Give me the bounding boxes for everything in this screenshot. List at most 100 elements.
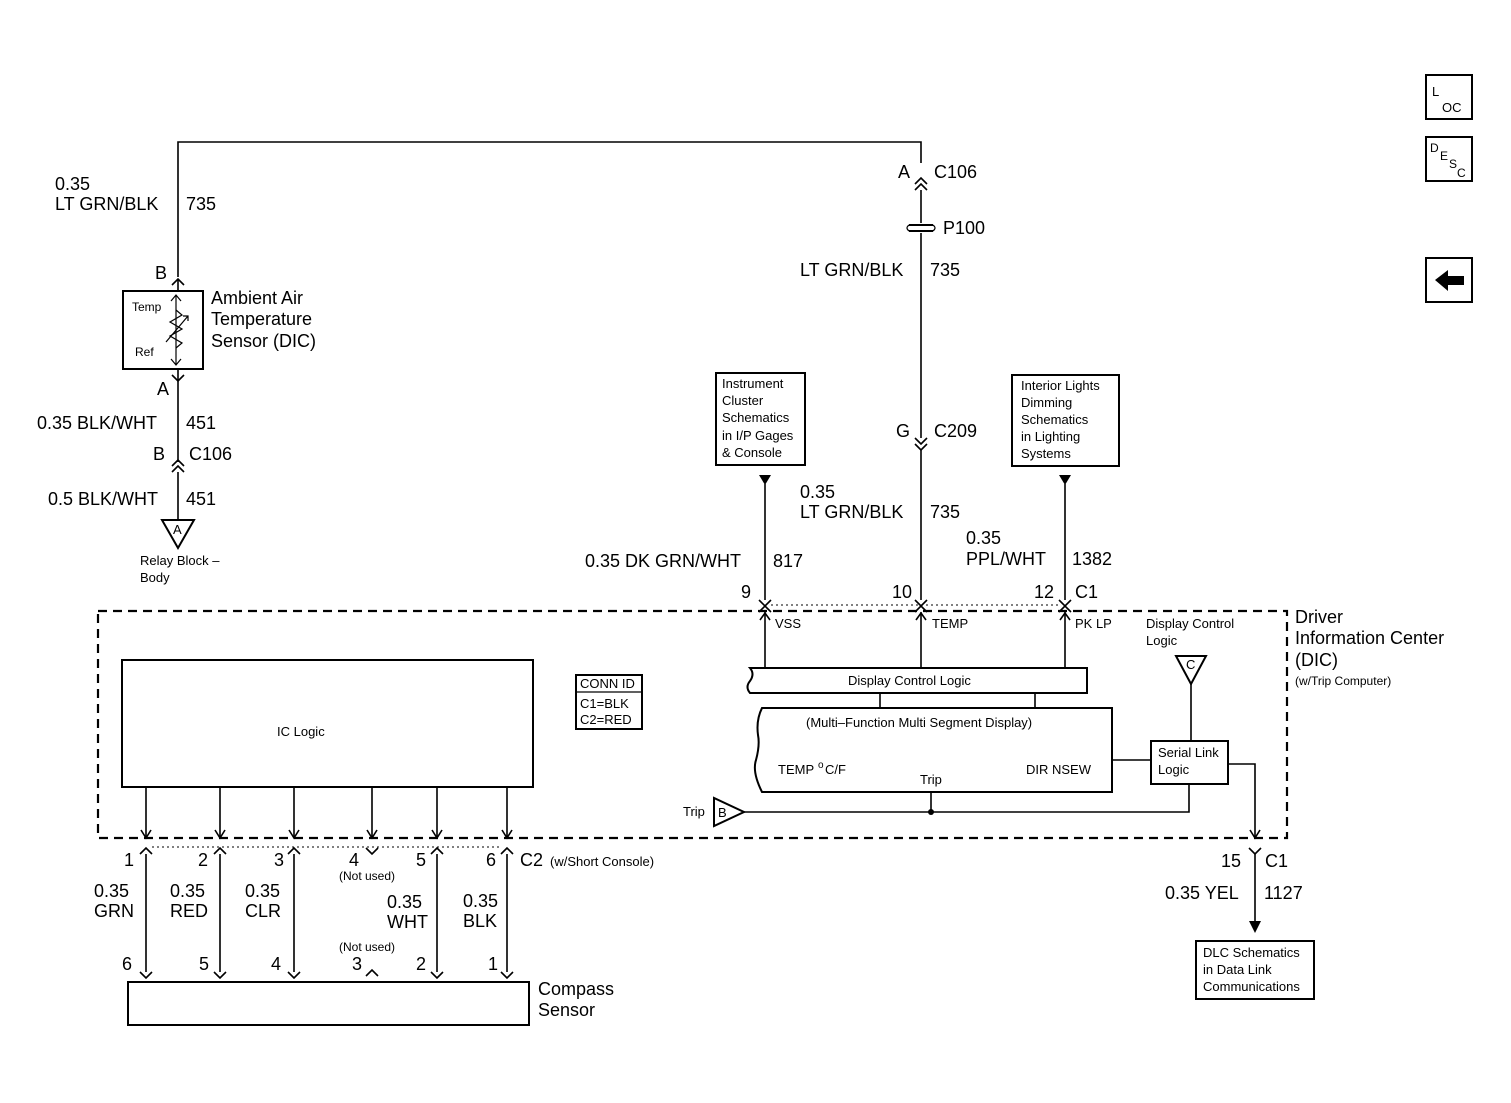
conn-id-header: CONN ID (580, 676, 635, 691)
instrument-cluster-ref[interactable]: Instrument Cluster Schematics in I/P Gag… (715, 372, 806, 466)
dlc-output: 15 C1 0.35 YEL 1127 (1165, 847, 1303, 933)
sensor-c106-pin: B (153, 444, 165, 464)
c2-pin-1: 1 (124, 850, 134, 870)
desc-s: S (1449, 157, 1457, 171)
dlc-circuit: 1127 (1264, 883, 1303, 903)
wire-wht-size: 0.35 (387, 892, 422, 912)
ground-letter-a: A (173, 522, 182, 537)
compass-pin-6: 6 (122, 954, 132, 974)
back-button[interactable] (1425, 257, 1473, 303)
desc-button[interactable]: D E S C (1425, 136, 1473, 182)
ref-text: Interior Lights (1021, 378, 1100, 393)
dlc-pin-15: 15 (1221, 851, 1241, 871)
compass-sensor: 6 5 4 3 2 1 Compass Sensor (122, 954, 614, 1026)
dlc-schematics-ref[interactable]: DLC Schematics in Data Link Communicatio… (1195, 940, 1315, 1000)
mfd-cf: C/F (825, 762, 846, 777)
sensor-wire-b: 0.5 BLK/WHT (48, 489, 158, 509)
wire3-color: LT GRN/BLK (800, 502, 903, 522)
c106-pin-a: A (898, 162, 910, 182)
compass-pin-5: 5 (199, 954, 209, 974)
serial-link-logic: Serial Link Logic (1150, 740, 1229, 785)
top-wire-size: 0.35 (55, 174, 90, 194)
sensor-name-l3: Sensor (DIC) (211, 331, 316, 351)
compass-wires (145, 854, 508, 972)
relay-block-l2: Body (140, 570, 170, 585)
wire-grn-size: 0.35 (94, 881, 129, 901)
c106-label: C106 (934, 162, 977, 182)
c2-pin-5: 5 (416, 850, 426, 870)
wire-red-size: 0.35 (170, 881, 205, 901)
desc-e: E (1440, 149, 1448, 163)
display-control-logic: Display Control Logic (746, 667, 1088, 694)
arrow-left-icon (1435, 270, 1464, 291)
ground-triangle-icon: A (160, 519, 196, 551)
sensor-name-l2: Temperature (211, 309, 312, 329)
dic-title: Driver Information Center (DIC) (w/Trip … (1295, 607, 1444, 688)
dcl-ext-label-l1: Display Control (1146, 616, 1234, 631)
c209-pin-g: G (896, 421, 910, 441)
mfd-label: (Multi–Function Multi Segment Display) (806, 715, 1032, 730)
pklp-label: PK LP (1075, 616, 1112, 631)
c1-circuit-1382: 1382 (1072, 549, 1112, 569)
connector-symbol (1248, 847, 1262, 856)
compass-pin-1: 1 (488, 954, 498, 974)
sensor-pin-b: B (155, 263, 167, 283)
serial-l1: Serial Link (1158, 745, 1219, 760)
c2-pin-6: 6 (486, 850, 496, 870)
mfd-degree: o (818, 760, 824, 771)
loc-label-oc: OC (1442, 100, 1462, 115)
trip-triangle-icon (713, 796, 747, 828)
wire2-color: LT GRN/BLK (800, 260, 903, 280)
c1-circuit-817: 817 (773, 551, 803, 571)
c2-pin-3: 3 (274, 850, 284, 870)
dic-boundary (96, 609, 1289, 840)
compass-name-l1: Compass (538, 979, 614, 999)
mfd-dir: DIR NSEW (1026, 762, 1092, 777)
connector-symbol (758, 599, 1072, 608)
ref-text: Cluster (722, 393, 764, 408)
ref-text: in Data Link (1203, 962, 1272, 977)
sensor-ref-label: Ref (135, 345, 154, 359)
conn-id-c1: C1=BLK (580, 696, 629, 711)
p100-splice (906, 224, 936, 232)
c1-pin-12: 12 (1034, 582, 1054, 602)
connector-symbol (139, 968, 514, 980)
ref-text: DLC Schematics (1203, 945, 1300, 960)
arrow-up-icon (759, 611, 1071, 621)
dcl-ext-label-l2: Logic (1146, 633, 1178, 648)
dic-name-l2: Information Center (1295, 628, 1444, 648)
p100-label: P100 (943, 218, 985, 238)
c2-connector: 1 2 3 4 5 6 C2 (w/Short Console) (Not us… (124, 846, 654, 883)
c1-wire-1382-size: 0.35 (966, 528, 1001, 548)
dcl-ground-c: C (1186, 657, 1195, 672)
loc-button[interactable]: L OC (1425, 74, 1473, 120)
dic-name-l1: Driver (1295, 607, 1343, 627)
sensor-wire-a: 0.35 BLK/WHT (37, 413, 157, 433)
multi-function-display: (Multi–Function Multi Segment Display) T… (753, 707, 1113, 793)
vss-label: VSS (775, 616, 801, 631)
thermistor-icon (165, 294, 189, 366)
trip-in-label: Trip (683, 804, 705, 819)
relay-block-l1: Relay Block – (140, 553, 220, 568)
ic-logic: IC Logic (121, 659, 534, 788)
compass-pin-3: 3 (352, 954, 362, 974)
trip-input: Trip B (683, 796, 747, 828)
c2-note: (w/Short Console) (550, 854, 654, 869)
top-wire: 0.35 LT GRN/BLK 735 (55, 141, 922, 277)
sensor-circuit-a: 451 (186, 413, 216, 433)
top-wire-circuit: 735 (186, 194, 216, 214)
ic-logic-outputs (140, 787, 513, 840)
ic-logic-label: IC Logic (277, 724, 325, 739)
ref-text: Systems (1021, 446, 1071, 461)
arrow-up-icon (759, 475, 771, 485)
wire-wht: WHT (387, 912, 428, 932)
top-wire-color: LT GRN/BLK (55, 194, 158, 214)
c2-not-used-bottom: (Not used) (339, 940, 395, 954)
ambient-air-temp-sensor: B Temp Ref Ambient Air Temperature Senso… (37, 263, 316, 585)
wire-grn: GRN (94, 901, 134, 921)
sensor-pin-a: A (157, 379, 169, 399)
interior-lights-ref[interactable]: Interior Lights Dimming Schematics in Li… (1011, 374, 1120, 467)
connector-symbol (171, 458, 185, 473)
wire-blk-size: 0.35 (463, 891, 498, 911)
desc-d: D (1430, 141, 1439, 155)
